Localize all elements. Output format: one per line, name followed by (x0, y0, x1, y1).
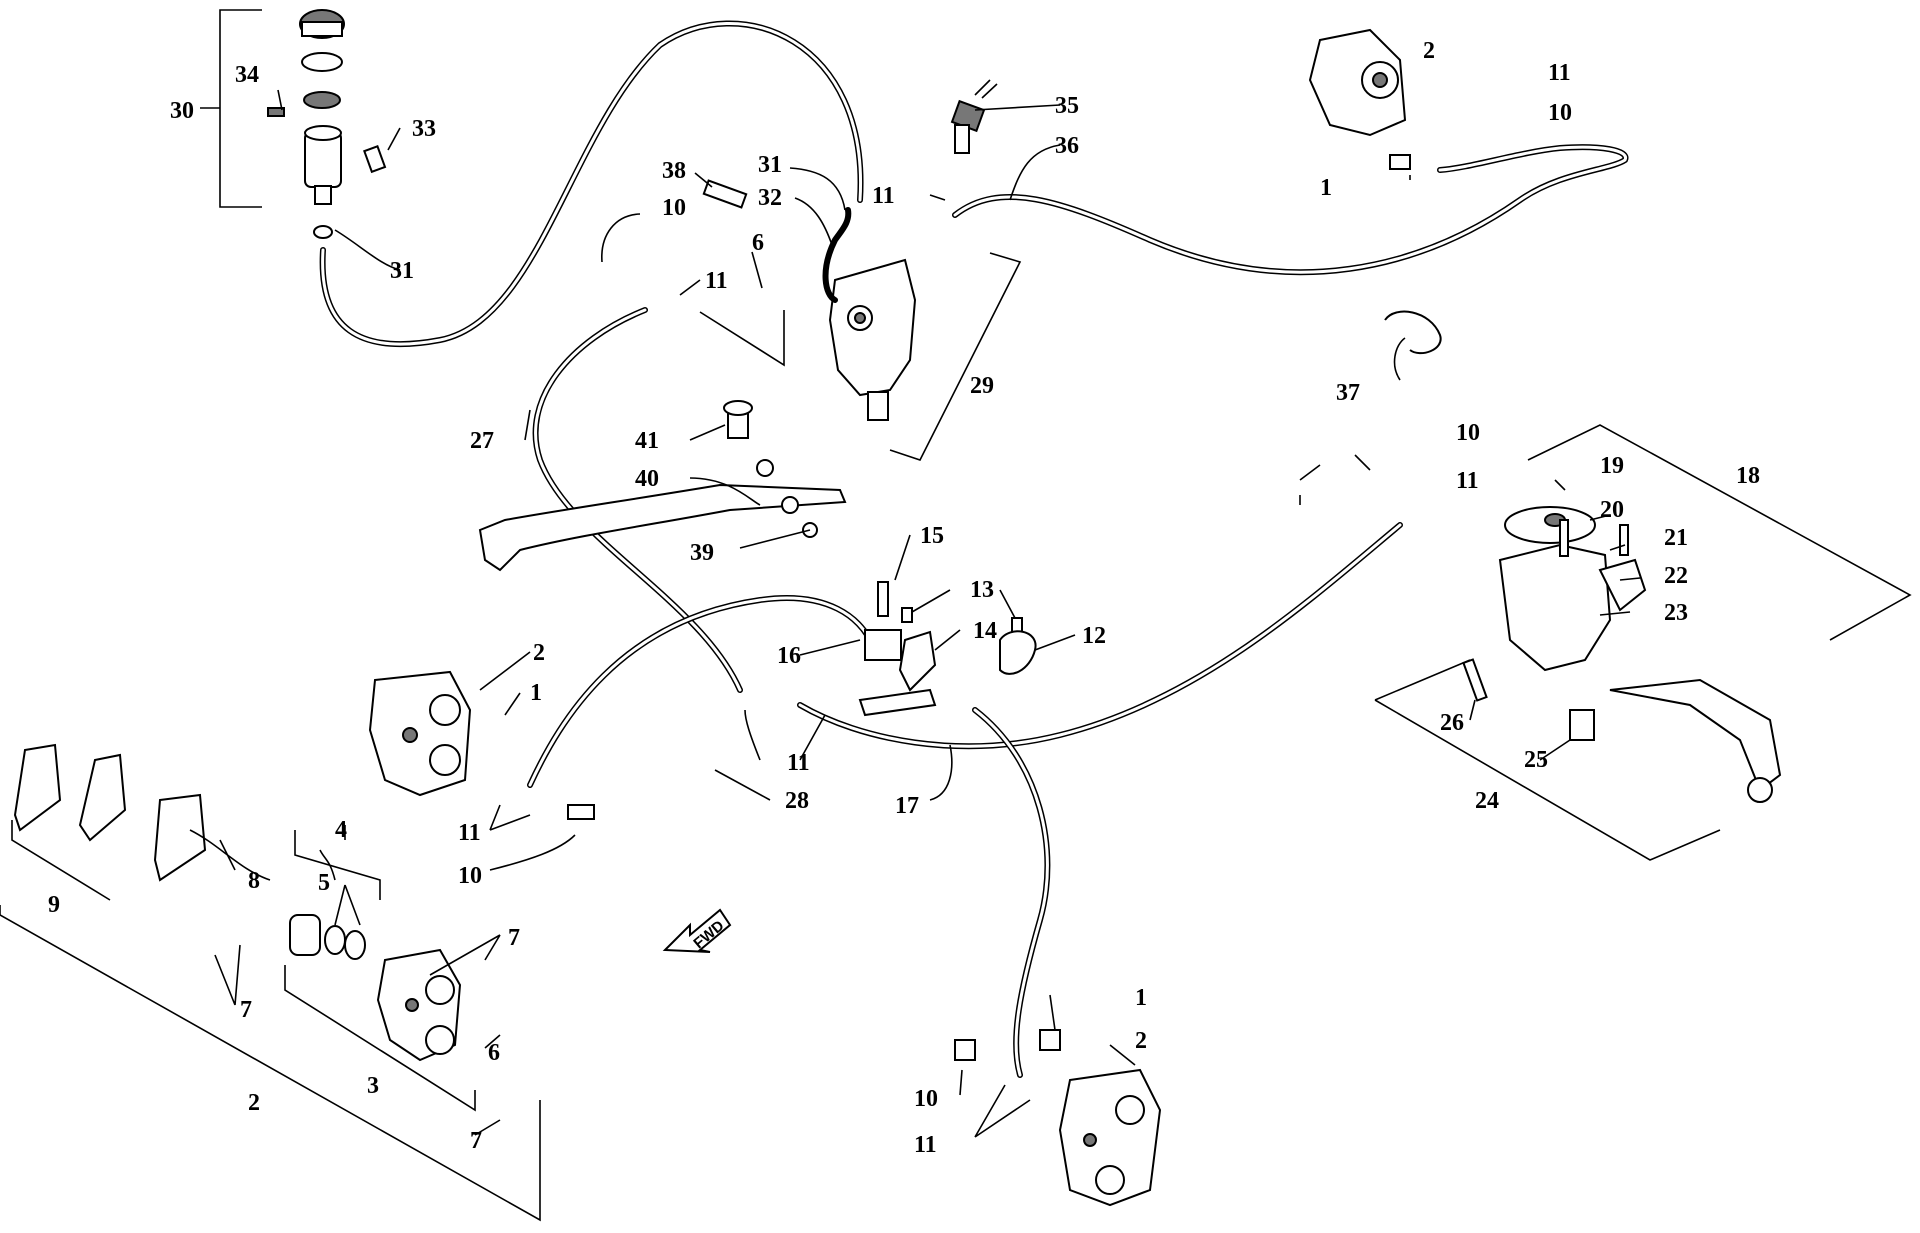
clamp-37 (1384, 310, 1442, 355)
callout-14: 14 (973, 618, 997, 644)
callout-33: 33 (412, 116, 436, 142)
callout-39: 39 (690, 540, 714, 566)
callout-11: 11 (872, 183, 895, 209)
caliper-top-right (1308, 28, 1411, 170)
hose-17-cross-line (797, 522, 1403, 750)
callout-38: 38 (662, 158, 686, 184)
callout-30: 30 (170, 98, 194, 124)
callout-11: 11 (705, 268, 728, 294)
callout-31: 31 (390, 258, 414, 284)
brake-light-switch (950, 79, 998, 154)
callout-2: 2 (533, 640, 545, 666)
callout-29: 29 (970, 373, 994, 399)
callout-25: 25 (1524, 747, 1548, 773)
callout-35: 35 (1055, 93, 1079, 119)
callout-10: 10 (1456, 420, 1480, 446)
callout-1: 1 (1320, 175, 1332, 201)
caliper-bottom-left (13, 743, 462, 1062)
callout-24: 24 (1475, 788, 1499, 814)
callout-6: 6 (752, 230, 764, 256)
callout-7: 7 (508, 925, 520, 951)
callout-23: 23 (1664, 600, 1688, 626)
hose-rear-line (972, 707, 1051, 1078)
callout-20: 20 (1600, 497, 1624, 523)
junction-block (858, 581, 1037, 717)
callout-9: 9 (48, 892, 60, 918)
callout-11: 11 (1548, 60, 1571, 86)
callout-7: 7 (470, 1128, 482, 1154)
callout-10: 10 (914, 1086, 938, 1112)
callout-12: 12 (1082, 623, 1106, 649)
caliper-bottom-right (954, 1029, 1162, 1207)
callout-22: 22 (1664, 563, 1688, 589)
callout-41: 41 (635, 428, 659, 454)
callout-8: 8 (248, 868, 260, 894)
callout-7: 7 (240, 997, 252, 1023)
callout-5: 5 (318, 870, 330, 896)
callout-28: 28 (785, 788, 809, 814)
callout-19: 19 (1600, 453, 1624, 479)
reservoir-assembly (267, 9, 387, 239)
callout-11: 11 (787, 750, 810, 776)
callout-27: 27 (470, 428, 494, 454)
callout-1: 1 (1135, 985, 1147, 1011)
callout-10: 10 (662, 195, 686, 221)
callout-36: 36 (1055, 133, 1079, 159)
hose-31-reservoir-line (319, 20, 864, 348)
caliper-left-middle (368, 670, 595, 820)
callout-16: 16 (777, 643, 801, 669)
group-brackets (0, 9, 1912, 1222)
callout-34: 34 (235, 62, 259, 88)
callout-1: 1 (530, 680, 542, 706)
callout-labels: 30 34 33 31 38 31 32 10 11 6 11 35 36 29… (48, 38, 1760, 1158)
callout-3: 3 (367, 1073, 379, 1099)
callout-2: 2 (1423, 38, 1435, 64)
master-cylinder (1462, 506, 1782, 803)
callout-2: 2 (1135, 1028, 1147, 1054)
callout-32: 32 (758, 185, 782, 211)
callout-26: 26 (1440, 710, 1464, 736)
callout-31: 31 (758, 152, 782, 178)
callout-40: 40 (635, 466, 659, 492)
callout-6: 6 (488, 1040, 500, 1066)
callout-11: 11 (1456, 468, 1479, 494)
proportioning-valve (702, 179, 917, 421)
callout-2: 2 (248, 1090, 260, 1116)
callout-11: 11 (458, 820, 481, 846)
callout-10: 10 (458, 863, 482, 889)
callout-10: 10 (1548, 100, 1572, 126)
hose-36-front-right-line (952, 144, 1629, 276)
forward-direction-arrow: FWD (662, 908, 732, 953)
callout-11: 11 (914, 1132, 937, 1158)
callout-18: 18 (1736, 463, 1760, 489)
hose-front-left-line (527, 595, 873, 788)
callout-4: 4 (335, 817, 347, 843)
callout-21: 21 (1664, 525, 1688, 551)
callout-37: 37 (1336, 380, 1360, 406)
callout-17: 17 (895, 793, 919, 819)
callout-15: 15 (920, 523, 944, 549)
leader-lines (189, 89, 1641, 1138)
callout-13: 13 (970, 577, 994, 603)
